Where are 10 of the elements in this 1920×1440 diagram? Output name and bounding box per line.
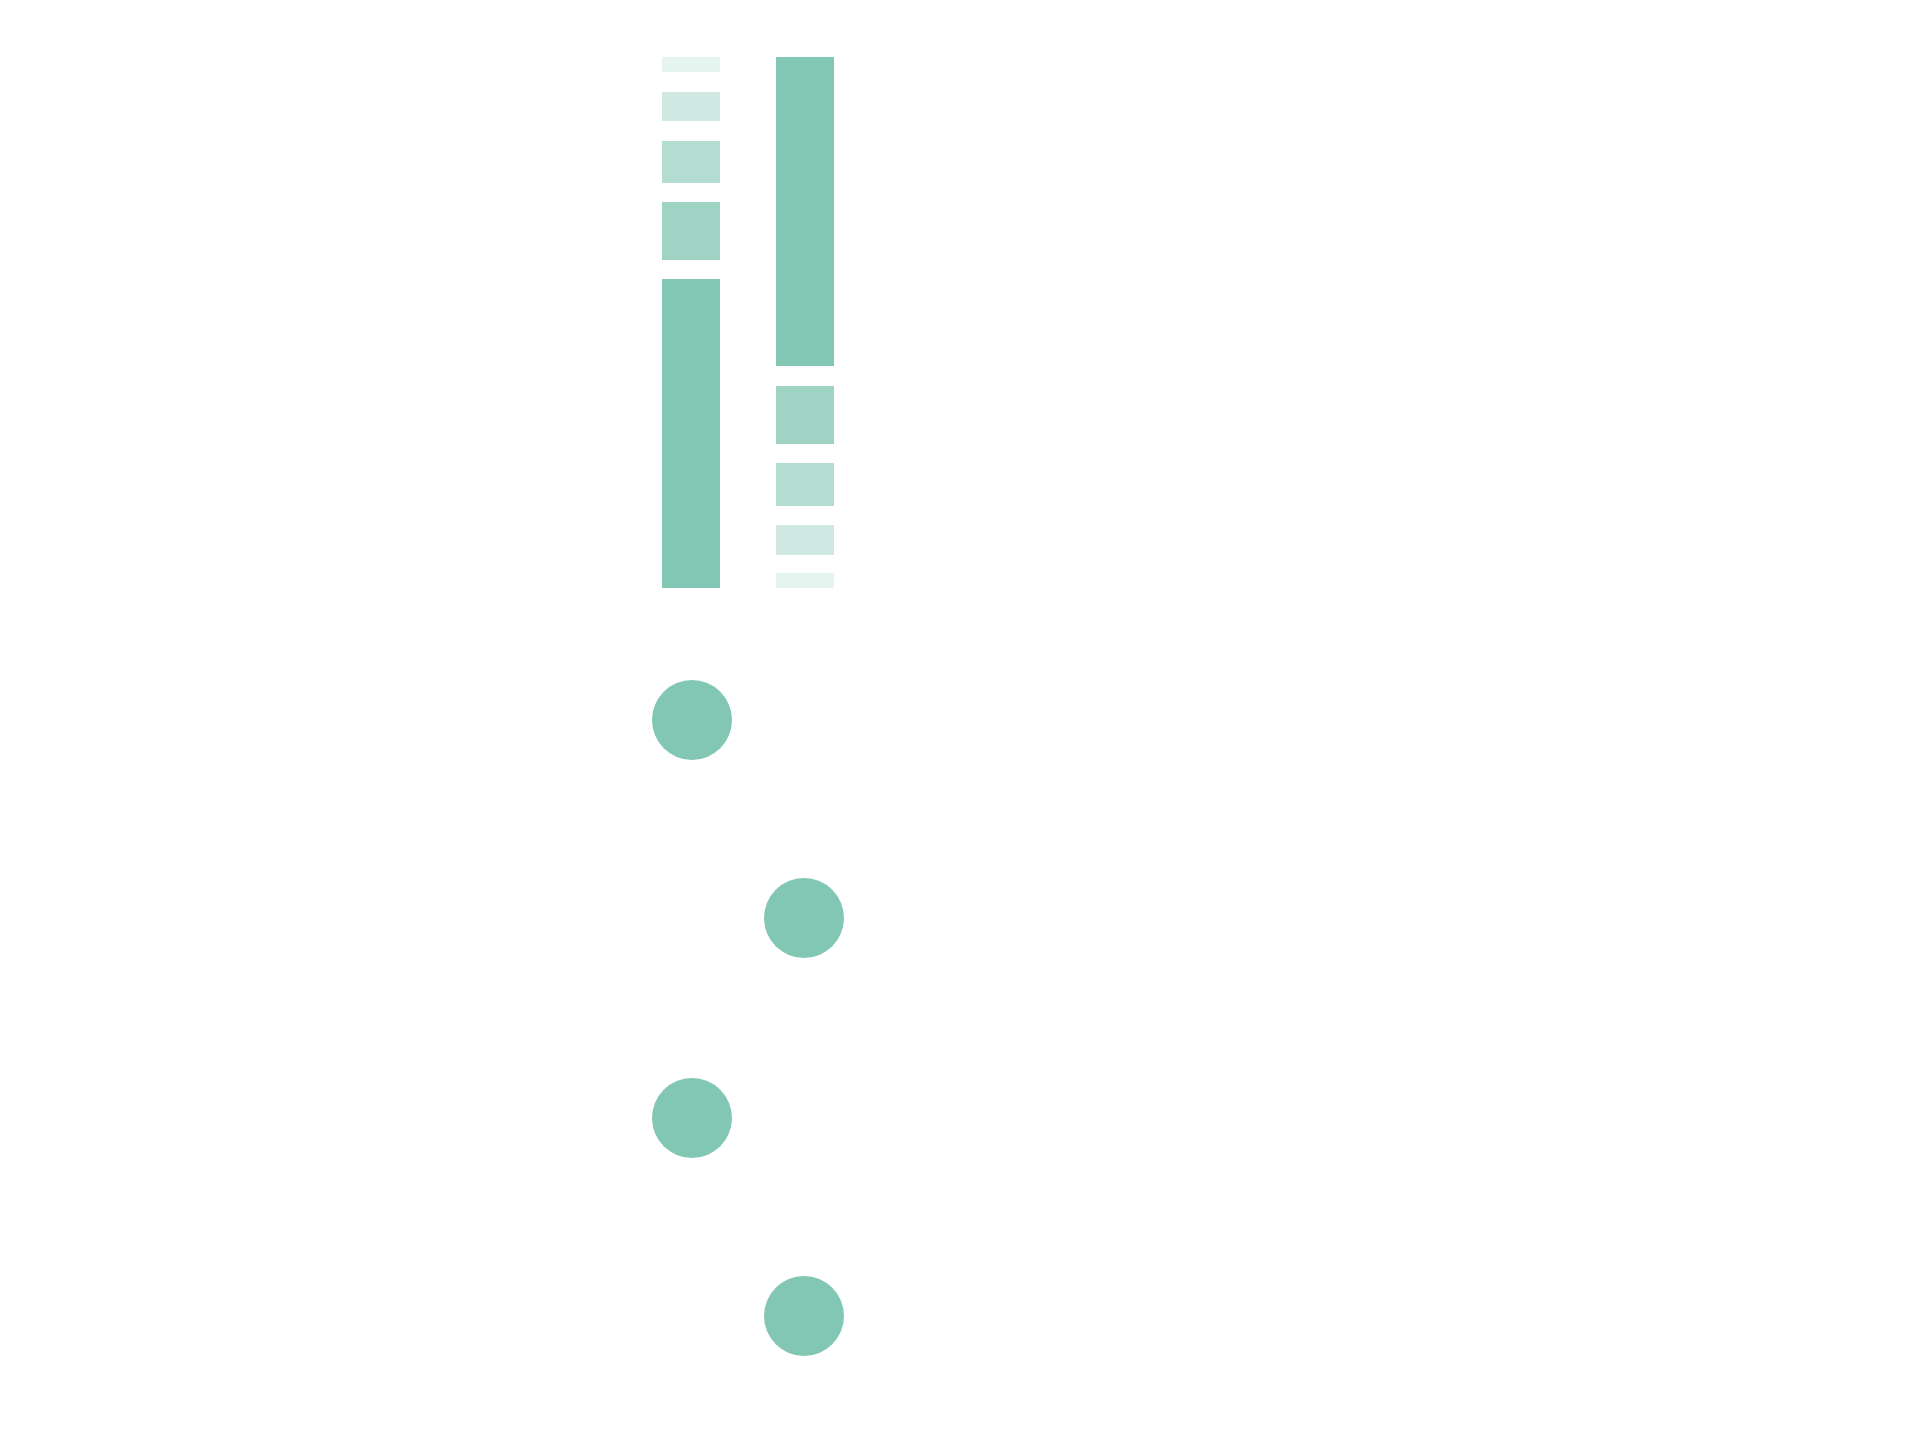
bar-segment (776, 386, 834, 444)
bar-segment (776, 573, 834, 588)
bar-segment (662, 57, 720, 72)
bar-segment (776, 463, 834, 506)
bar-segment (662, 141, 720, 183)
bar-segment (776, 525, 834, 555)
bar-segment (662, 279, 720, 588)
bar-segment (662, 202, 720, 260)
bar-segment (776, 57, 834, 366)
bar-segment (662, 92, 720, 121)
